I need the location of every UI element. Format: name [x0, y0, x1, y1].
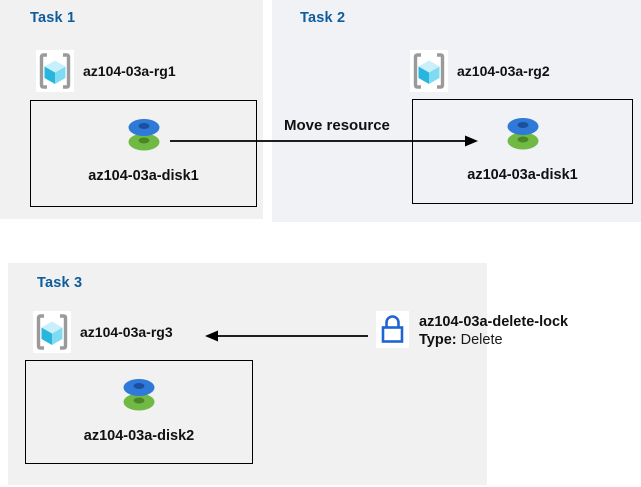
task2-title: Task 2 [300, 10, 346, 26]
lock-icon [376, 311, 409, 348]
lock-arrow-left-icon [205, 330, 368, 342]
resource-group-icon [36, 50, 74, 92]
delete-lock-group: az104-03a-delete-lock Type: Delete [376, 311, 568, 348]
task3-resource-box: az104-03a-disk2 [25, 360, 253, 464]
task3-rg-label: az104-03a-rg3 [80, 324, 173, 340]
delete-lock-type: Type: Delete [419, 332, 568, 348]
disk-icon [500, 113, 546, 160]
delete-lock-type-value: Delete [460, 332, 503, 348]
delete-lock-text: az104-03a-delete-lock Type: Delete [419, 311, 568, 348]
task2-panel: Task 2 az104-03a-rg2 [272, 0, 641, 222]
task1-title: Task 1 [30, 10, 76, 26]
task2-rg-label: az104-03a-rg2 [457, 63, 550, 79]
move-resource-arrow-right-icon [170, 135, 478, 147]
task2-disk-label: az104-03a-disk1 [467, 167, 578, 183]
task3-title: Task 3 [37, 275, 83, 291]
task2-resource-box: az104-03a-disk1 [412, 99, 633, 204]
task1-resource-box: az104-03a-disk1 [30, 100, 257, 207]
task2-resource-group: az104-03a-rg2 [410, 50, 550, 92]
task3-disk-label: az104-03a-disk2 [83, 428, 195, 444]
task1-panel: Task 1 az104-03a-rg1 [0, 0, 263, 219]
disk-icon [116, 374, 162, 421]
resource-group-icon [410, 50, 448, 92]
disk-icon [121, 114, 167, 161]
task1-disk-label: az104-03a-disk1 [88, 168, 199, 184]
resource-group-icon [33, 311, 71, 353]
move-resource-label: Move resource [284, 117, 390, 134]
task1-rg-label: az104-03a-rg1 [83, 63, 176, 79]
delete-lock-name: az104-03a-delete-lock [419, 314, 569, 330]
task3-resource-group: az104-03a-rg3 [33, 311, 173, 353]
task1-resource-group: az104-03a-rg1 [36, 50, 176, 92]
task3-panel: Task 3 az104-03a-rg3 [8, 263, 487, 485]
delete-lock-type-key: Type: [419, 332, 457, 348]
